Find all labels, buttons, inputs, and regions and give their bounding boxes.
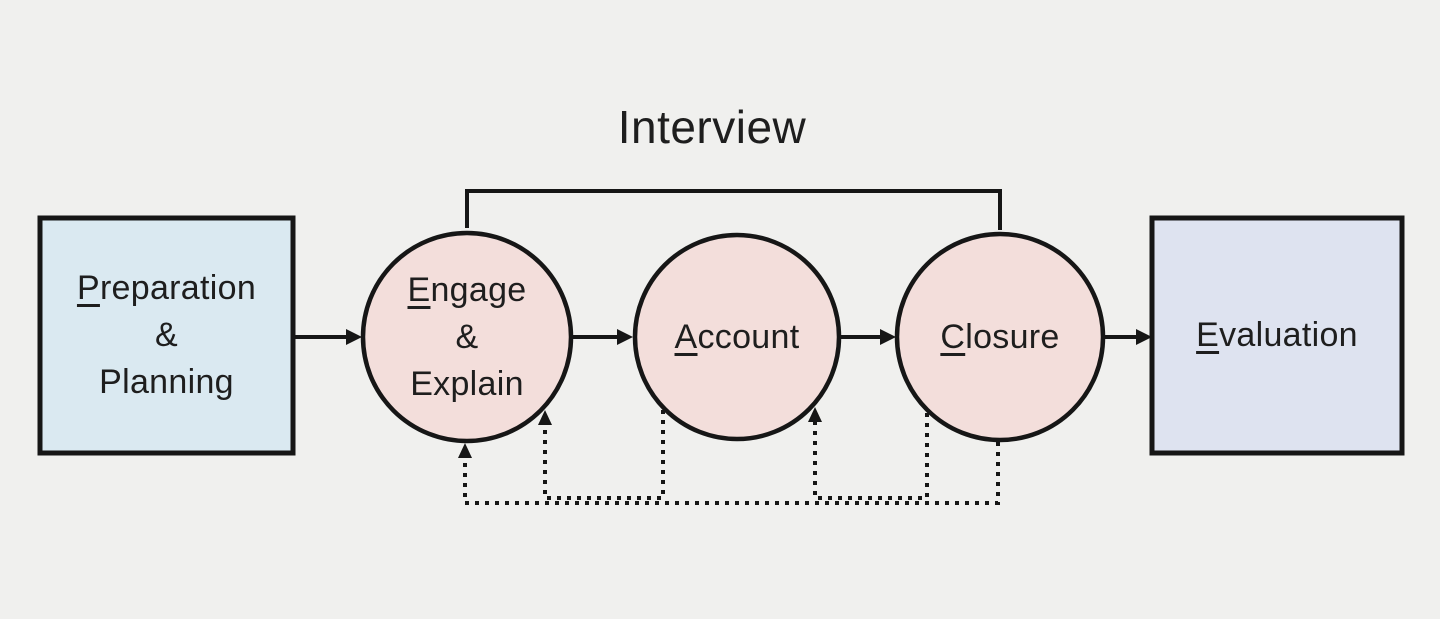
arrowhead-preparation-to-engage [346, 329, 362, 345]
engage-circle [360, 230, 574, 444]
closure-circle [894, 231, 1106, 443]
evaluation-box [1149, 215, 1405, 456]
interview-bracket-line [465, 189, 1002, 230]
preparation-box [37, 215, 296, 456]
feedback-arrowhead-account-to-engage [538, 410, 552, 425]
arrowhead-account-to-closure [880, 329, 896, 345]
arrowhead-engage-to-account [617, 329, 633, 345]
feedback-closure-to-engage [463, 442, 1000, 505]
arrowhead-closure-to-evaluation [1136, 329, 1152, 345]
feedback-arrowhead-closure-to-account [808, 407, 822, 422]
feedback-arrowhead-closure-to-engage [458, 443, 472, 458]
account-circle [632, 232, 842, 442]
feedback-account-to-engage [543, 410, 665, 500]
feedback-closure-to-account [813, 413, 929, 500]
